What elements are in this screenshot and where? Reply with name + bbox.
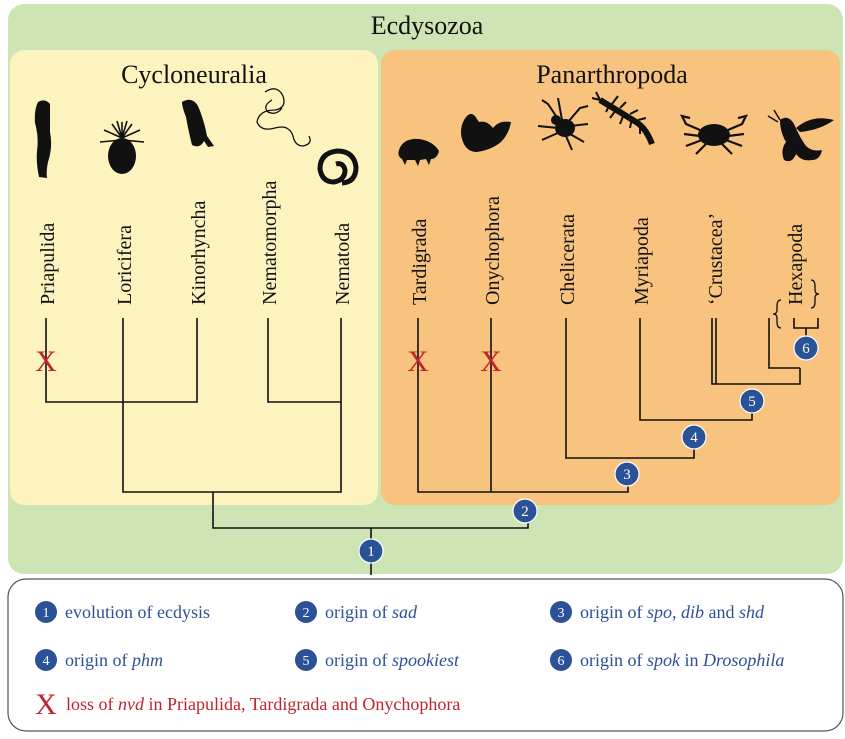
loss-marker-onychophora: X [480,345,502,378]
legend-item-3-text: origin of spo, dib and shd [580,602,765,622]
legend-loss-text: loss of nvd in Priapulida, Tardigrada an… [66,694,460,714]
taxon-label-crustacea: ‘Crustacea’ [705,213,727,305]
legend-node-6-number: 6 [558,654,565,669]
legend-item-5-text: origin of spookiest [325,650,460,670]
taxon-label-priapulida: Priapulida [37,223,59,305]
taxon-label-chelicerata: Chelicerata [557,214,579,305]
legend-loss-marker: X [35,688,57,721]
node-6-number: 6 [802,341,810,357]
loss-marker-tardigrada: X [407,345,429,378]
node-5-number: 5 [748,394,756,410]
legend-node-4-number: 4 [43,654,50,669]
taxon-label-kinorhyncha: Kinorhyncha [188,200,210,305]
panarthropoda-title: Panarthropoda [536,60,688,89]
legend-node-1-number: 1 [43,606,50,621]
taxon-label-nematoda: Nematoda [332,223,354,305]
taxon-label-loricifera: Loricifera [114,225,136,305]
taxon-label-nematomorpha: Nematomorpha [259,180,281,305]
taxon-label-hexapoda: Hexapoda [785,224,807,305]
legend-item-1-text: evolution of ecdysis [65,602,210,622]
node-2-number: 2 [521,504,529,520]
legend-node-5-number: 5 [303,654,310,669]
taxon-label-tardigrada: Tardigrada [409,219,431,305]
legend-item-2-text: origin of sad [325,602,418,622]
node-4-number: 4 [690,430,698,446]
taxon-label-myriapoda: Myriapoda [631,217,653,305]
legend-item-6-text: origin of spok in Drosophila [580,650,784,670]
loss-marker-priapulida: X [35,345,57,378]
cycloneuralia-title: Cycloneuralia [121,60,267,89]
node-3-number: 3 [623,467,631,483]
legend-node-2-number: 2 [303,606,310,621]
legend-node-3-number: 3 [558,606,565,621]
ecdysozoa-title: Ecdysozoa [371,11,484,40]
legend-item-4-text: origin of phm [65,650,163,670]
node-1-number: 1 [367,544,375,560]
taxon-label-onychophora: Onychophora [482,196,504,305]
